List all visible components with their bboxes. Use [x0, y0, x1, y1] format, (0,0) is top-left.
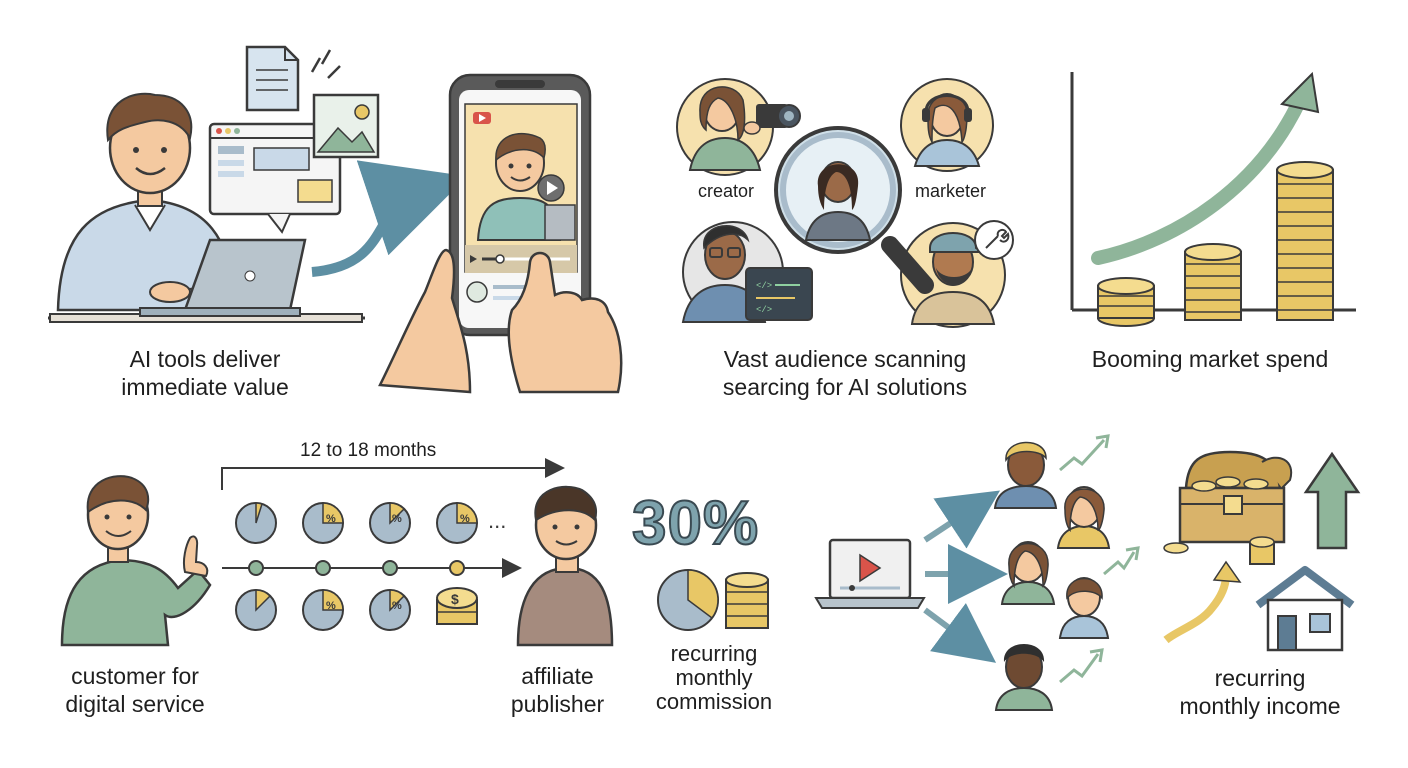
- browser-window-icon: [208, 122, 342, 234]
- market-growth-chart-icon: [1070, 71, 1356, 327]
- magnifying-glass-icon: [774, 126, 934, 294]
- marketer-label: marketer: [915, 181, 987, 201]
- viewer-avatar-icon: [1056, 486, 1111, 549]
- laptop-icon: [139, 238, 307, 317]
- viewer-avatar-icon: [994, 644, 1054, 711]
- coin-stack-small-icon: [1097, 277, 1155, 327]
- audience-scene: </> </>: [676, 78, 1014, 328]
- curved-arrow-icon: [311, 160, 468, 277]
- svg-text:%: %: [392, 513, 402, 525]
- caption-line: Vast audience scanning: [723, 346, 967, 372]
- svg-text:$: $: [451, 591, 459, 607]
- coin-stack-large-icon: [1276, 161, 1334, 321]
- pie-slice-icon: [235, 589, 277, 631]
- caption-line: commission: [655, 689, 773, 714]
- document-icon: [245, 45, 300, 112]
- caption-line: monthly: [675, 665, 753, 690]
- smartphone-video-icon: [448, 73, 592, 337]
- caption-line: digital service: [65, 691, 205, 717]
- viewer-avatar-icon: [1000, 541, 1056, 605]
- creator-avatar-icon: [676, 78, 801, 176]
- commission-caption: recurring monthly commission: [640, 642, 788, 714]
- marketer-avatar-icon: [900, 78, 994, 172]
- pie-percent-icon: %: [369, 589, 411, 631]
- income-caption: recurring monthly income: [1160, 664, 1360, 720]
- trend-up-icon: [1103, 551, 1136, 576]
- trend-up-icon: [1059, 438, 1106, 472]
- caption-line: monthly income: [1179, 693, 1341, 719]
- customer-caption: customer for digital service: [40, 662, 230, 718]
- pie-percent-icon: %: [436, 502, 478, 544]
- caption-line: searcing for AI solutions: [722, 374, 968, 400]
- pointing-finger-icon: [507, 251, 623, 394]
- growth-arrow-icon: [1091, 93, 1307, 265]
- ellipsis-text: ...: [488, 508, 506, 533]
- viewer-avatar-icon: [1058, 577, 1110, 639]
- technician-avatar-icon: [900, 220, 1014, 328]
- commission-pie-icon: [657, 569, 719, 631]
- customer-scene: % % % ... % %: [60, 458, 614, 647]
- dollar-coin-stack-icon: $: [436, 587, 478, 625]
- caption-line: Booming market spend: [1091, 346, 1329, 372]
- caption-line: immediate value: [121, 374, 289, 400]
- caption-line: publisher: [510, 691, 605, 717]
- audience-caption: Vast audience scanning searcing for AI s…: [685, 345, 1005, 401]
- commission-percent: 30%: [631, 488, 760, 559]
- ai-tools-caption: AI tools deliver immediate value: [80, 345, 330, 401]
- svg-text:</>: </>: [756, 305, 772, 315]
- house-icon: [1255, 566, 1355, 652]
- ai-tools-scene: [48, 45, 468, 323]
- svg-text:</>: </>: [756, 281, 772, 291]
- image-icon: [312, 93, 380, 159]
- pie-percent-icon: %: [302, 589, 344, 631]
- market-caption: Booming market spend: [1060, 345, 1360, 373]
- pie-slice-icon: [235, 502, 277, 544]
- viewer-avatar-icon: [993, 441, 1058, 509]
- duration-arrow-icon: [221, 458, 565, 490]
- developer-avatar-icon: </> </>: [681, 221, 813, 323]
- caption-line: AI tools deliver: [129, 346, 281, 372]
- coin-stack-medium-icon: [1184, 243, 1242, 321]
- income-scene: [1163, 450, 1361, 652]
- svg-text:%: %: [392, 600, 402, 612]
- commission-coin-stack-icon: [725, 572, 769, 629]
- caption-line: recurring: [1214, 665, 1306, 691]
- duration-label: 12 to 18 months: [300, 440, 437, 461]
- pie-percent-icon: %: [369, 502, 411, 544]
- affiliate-person-icon: [516, 485, 614, 647]
- up-arrow-icon: [1303, 451, 1361, 550]
- customer-pointing-icon: [60, 475, 212, 647]
- caption-line: customer for: [71, 663, 199, 689]
- svg-text:%: %: [326, 600, 336, 612]
- affiliate-caption: affiliate publisher: [495, 662, 620, 718]
- caption-line: affiliate: [521, 663, 594, 689]
- treasure-chest-icon: [1163, 450, 1293, 565]
- svg-text:%: %: [460, 513, 470, 525]
- hand-holding-phone-icon: [378, 248, 472, 394]
- creator-label: creator: [698, 181, 755, 201]
- curved-up-arrow-icon: [1163, 574, 1230, 644]
- svg-text:%: %: [326, 513, 336, 525]
- video-laptop-icon: [814, 538, 926, 609]
- caption-line: recurring: [670, 641, 758, 666]
- distribution-scene: [814, 434, 1140, 711]
- pie-percent-icon: %: [302, 502, 344, 544]
- trend-up-icon: [1059, 653, 1100, 684]
